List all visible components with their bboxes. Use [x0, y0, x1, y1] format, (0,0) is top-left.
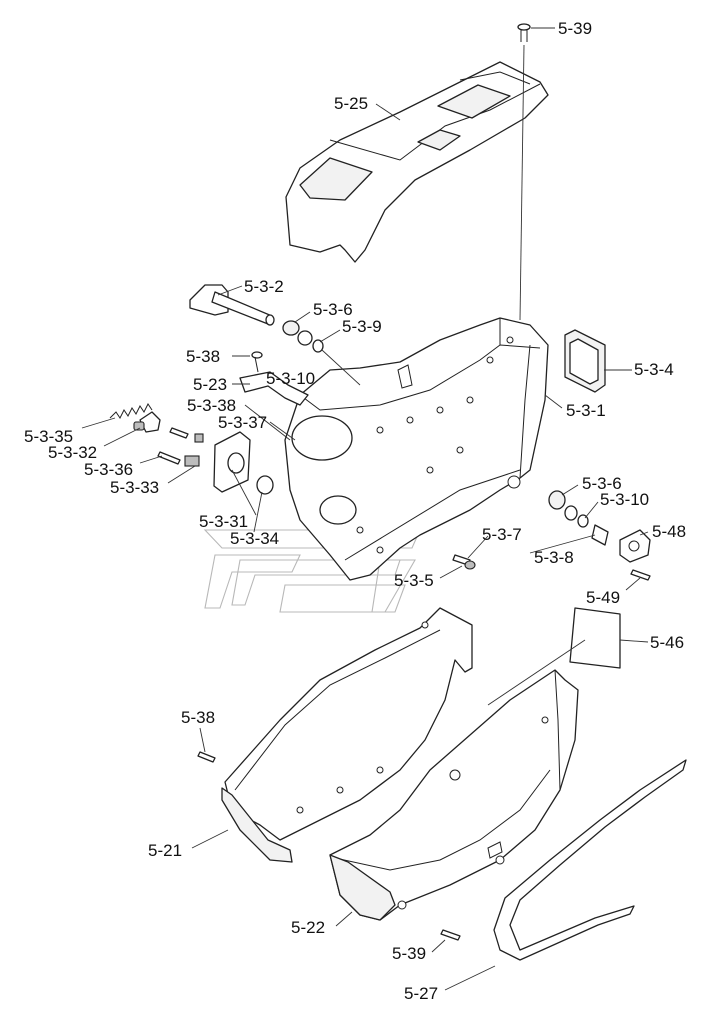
- label-5-3-8: 5-3-8: [534, 548, 574, 567]
- label-5-3-38: 5-3-38: [187, 396, 236, 415]
- bracket-plate: [239, 371, 309, 406]
- rubber-pad: [569, 607, 621, 669]
- cap-plate: [619, 529, 651, 563]
- label-5-38-top: 5-38: [186, 347, 220, 366]
- callout-labels: 5-39 5-25 5-3-2 5-3-6 5-3-9 5-3-4 5-38 5…: [24, 19, 686, 1003]
- label-5-3-35: 5-3-35: [24, 427, 73, 446]
- right-side-panel: [329, 669, 579, 921]
- label-5-46: 5-46: [650, 633, 684, 652]
- bolt-5-39-bottom: [440, 929, 461, 941]
- label-5-27: 5-27: [404, 984, 438, 1003]
- label-5-3-36: 5-3-36: [84, 460, 133, 479]
- label-5-3-6-right: 5-3-6: [582, 474, 622, 493]
- label-5-23: 5-23: [193, 375, 227, 394]
- seal-strip: [493, 759, 687, 961]
- left-side-panel: [221, 607, 473, 863]
- label-5-3-9: 5-3-9: [342, 317, 382, 336]
- label-5-39-bottom: 5-39: [392, 944, 426, 963]
- label-5-48: 5-48: [652, 522, 686, 541]
- label-5-49: 5-49: [586, 588, 620, 607]
- spring-and-lever: [109, 403, 161, 433]
- label-5-3-4: 5-3-4: [634, 360, 674, 379]
- label-5-25: 5-25: [334, 94, 368, 113]
- label-5-3-1: 5-3-1: [566, 401, 606, 420]
- mount-plate: [213, 431, 274, 495]
- leader-lines: [81, 27, 649, 991]
- small-hardware: [157, 427, 204, 467]
- label-5-22: 5-22: [291, 918, 325, 937]
- label-5-3-34: 5-3-34: [230, 529, 279, 548]
- label-5-3-10-right: 5-3-10: [600, 490, 649, 509]
- bolt-top: [517, 23, 531, 42]
- bolt-5-49: [630, 569, 651, 581]
- label-5-21: 5-21: [148, 841, 182, 860]
- bushing-washers-top: [282, 320, 324, 353]
- label-5-3-10-top: 5-3-10: [266, 369, 315, 388]
- console-top-cover: [285, 61, 549, 263]
- rectangular-gasket: [564, 329, 606, 393]
- bolt-5-38-top: [251, 351, 263, 373]
- main-frame: [284, 317, 549, 581]
- bushing-washers-right: [548, 490, 609, 546]
- label-5-3-31: 5-3-31: [199, 512, 248, 531]
- label-5-3-33: 5-3-33: [110, 478, 159, 497]
- label-5-3-7: 5-3-7: [482, 525, 522, 544]
- label-5-38-bottom: 5-38: [181, 708, 215, 727]
- pivot-pin: [189, 284, 275, 326]
- label-5-39-top: 5-39: [558, 19, 592, 38]
- label-5-3-5: 5-3-5: [394, 571, 434, 590]
- watermark-logo: [203, 529, 421, 613]
- label-5-3-37: 5-3-37: [218, 413, 267, 432]
- label-5-3-32: 5-3-32: [48, 443, 97, 462]
- bolt-5-38-bottom: [197, 751, 216, 763]
- label-5-3-2: 5-3-2: [244, 277, 284, 296]
- bolt-5-3-7: [452, 554, 476, 570]
- label-5-3-6-top: 5-3-6: [313, 300, 353, 319]
